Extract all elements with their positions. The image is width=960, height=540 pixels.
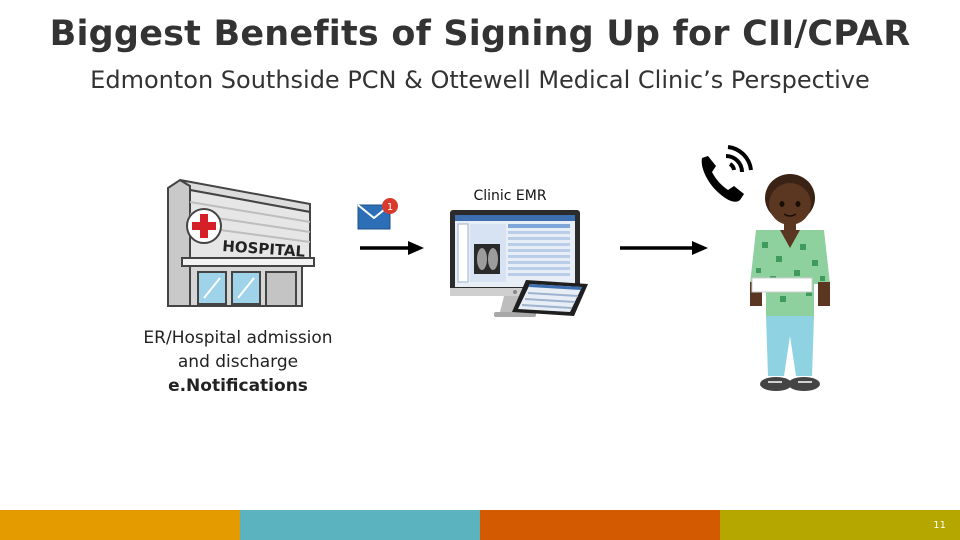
footer-bar-3 <box>480 510 720 540</box>
arrow-right-icon <box>360 241 424 255</box>
hospital-sign: HOSPITAL <box>222 237 306 261</box>
tablet-icon <box>512 280 588 316</box>
arrow-right-icon <box>620 241 708 255</box>
phone-icon <box>701 145 753 202</box>
slide-subtitle: Edmonton Southside PCN & Ottewell Medica… <box>90 66 870 94</box>
caption-line-3: e.Notifications <box>168 376 308 396</box>
email-icon: 1 <box>357 198 398 230</box>
notification-badge <box>382 198 398 214</box>
page-number: 11 <box>933 520 946 531</box>
hospital-caption: ER/Hospital admission and discharge e.No… <box>120 326 356 398</box>
emr-label: Clinic EMR <box>473 188 547 204</box>
caption-line-1: ER/Hospital admission <box>143 328 333 348</box>
badge-count: 1 <box>387 202 393 213</box>
slide-title: Biggest Benefits of Signing Up for CII/C… <box>49 14 911 54</box>
caption-line-2: and discharge <box>177 352 299 372</box>
footer-bar-1 <box>0 510 240 540</box>
patient-icon <box>750 174 830 391</box>
footer-bar-2 <box>240 510 480 540</box>
computer-icon <box>450 210 580 317</box>
footer-bar-4 <box>720 510 960 540</box>
hospital-icon: HOSPITAL <box>167 178 315 307</box>
